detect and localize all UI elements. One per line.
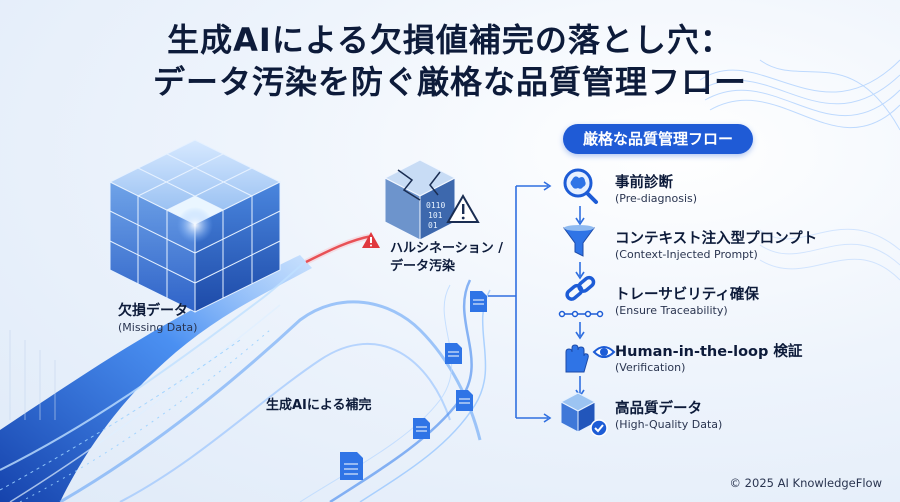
chain-link-icon bbox=[565, 275, 596, 301]
step-sub: (Ensure Traceability) bbox=[615, 304, 728, 317]
step-label: Human-in-the-loop 検証 bbox=[615, 344, 803, 360]
title-line-1: 生成AIによる欠損値補完の落とし穴： bbox=[167, 21, 733, 59]
flow-header-badge: 厳格な品質管理フロー bbox=[563, 124, 753, 154]
document-icon bbox=[470, 291, 487, 312]
step-label: トレーサビリティ確保 bbox=[615, 287, 759, 303]
document-icons bbox=[340, 291, 487, 480]
step-label: 高品質データ bbox=[615, 401, 702, 417]
imputation-label: 生成AIによる補完 bbox=[266, 398, 372, 413]
hand-eye-icon bbox=[565, 344, 616, 373]
data-stream bbox=[0, 255, 482, 502]
step-sub: (High-Quality Data) bbox=[615, 418, 723, 431]
document-icon bbox=[340, 452, 363, 480]
step-human-verification: Human-in-the-loop 検証 (Verification) bbox=[615, 343, 802, 375]
step-high-quality-data: 高品質データ (High-Quality Data) bbox=[615, 400, 722, 432]
step-sub: (Verification) bbox=[615, 361, 686, 374]
binary-code-3: 01 bbox=[428, 221, 438, 230]
verified-cube-icon bbox=[559, 392, 608, 437]
flow-connectors bbox=[488, 181, 585, 423]
step-traceability: トレーサビリティ確保 (Ensure Traceability) bbox=[615, 286, 759, 318]
broken-data-cube: 0110 101 01 bbox=[383, 159, 457, 241]
warning-icon bbox=[446, 193, 480, 223]
step-label: コンテキスト注入型プロンプト bbox=[615, 231, 818, 247]
red-warning-icon bbox=[362, 232, 380, 248]
binary-code-1: 0110 bbox=[426, 201, 445, 210]
step-pre-diagnosis: 事前診断 (Pre-diagnosis) bbox=[615, 174, 697, 206]
document-icon bbox=[445, 343, 462, 364]
decorative-waves bbox=[699, 59, 900, 131]
step-sub: (Pre-diagnosis) bbox=[615, 192, 698, 205]
step-label: 事前診断 bbox=[615, 175, 673, 191]
traceability-nodes-icon bbox=[558, 310, 604, 318]
grid-decoration bbox=[9, 330, 56, 420]
binary-code-2: 101 bbox=[428, 211, 443, 220]
funnel-icon bbox=[563, 225, 595, 257]
document-icon bbox=[456, 390, 473, 411]
missing-cell bbox=[167, 196, 223, 243]
hallucination-label-2: データ汚染 bbox=[390, 259, 456, 274]
missing-data-sub: (Missing Data) bbox=[118, 321, 198, 334]
step-sub: (Context-Injected Prompt) bbox=[615, 248, 758, 261]
contamination-line bbox=[304, 233, 373, 265]
document-icon bbox=[413, 418, 430, 439]
hallucination-label-1: ハルシネーション / bbox=[390, 241, 504, 256]
decorative-waves-right bbox=[759, 228, 900, 281]
title-line-2: データ汚染を防ぐ厳格な品質管理フロー bbox=[152, 63, 747, 101]
missing-data-cube bbox=[108, 139, 282, 313]
brain-magnifier-icon bbox=[563, 168, 598, 204]
step-context-prompt: コンテキスト注入型プロンプト (Context-Injected Prompt) bbox=[615, 230, 817, 262]
missing-data-label: 欠損データ bbox=[118, 303, 188, 319]
copyright: © 2025 AI KnowledgeFlow bbox=[729, 476, 882, 490]
